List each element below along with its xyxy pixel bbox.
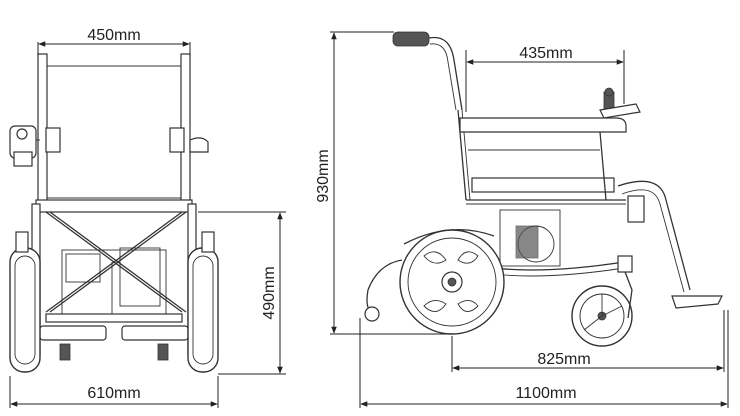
left-footplate [39, 325, 107, 341]
dim-label-825: 825mm [537, 351, 590, 368]
right-armrest [189, 137, 209, 153]
front-caster [571, 255, 633, 347]
dim-label-1100: 1100mm [515, 385, 576, 402]
seat-frame [35, 199, 193, 213]
push-handle-grip [392, 31, 430, 47]
side-joystick [599, 103, 641, 119]
seat [471, 177, 615, 193]
dim-label-450: 450mm [87, 27, 140, 44]
dim-label-930: 930mm [315, 149, 332, 202]
joystick-controller [9, 125, 40, 167]
right-wheel [187, 247, 219, 373]
right-footplate [121, 325, 189, 341]
footplate [671, 295, 723, 309]
dim-label-490: 490mm [261, 266, 278, 319]
left-wheel [9, 247, 41, 373]
cross-brace-2 [45, 211, 183, 313]
backrest-frame [457, 109, 467, 201]
dim-label-610: 610mm [87, 385, 140, 402]
dim-label-435: 435mm [519, 45, 572, 62]
rear-wheel [399, 228, 505, 335]
footrest-hanger [617, 180, 691, 291]
armrest [459, 117, 627, 133]
side-view: 435mm 930mm 825mm 1100mm [315, 31, 729, 408]
front-view: 450mm 490mm 610mm [9, 27, 286, 408]
